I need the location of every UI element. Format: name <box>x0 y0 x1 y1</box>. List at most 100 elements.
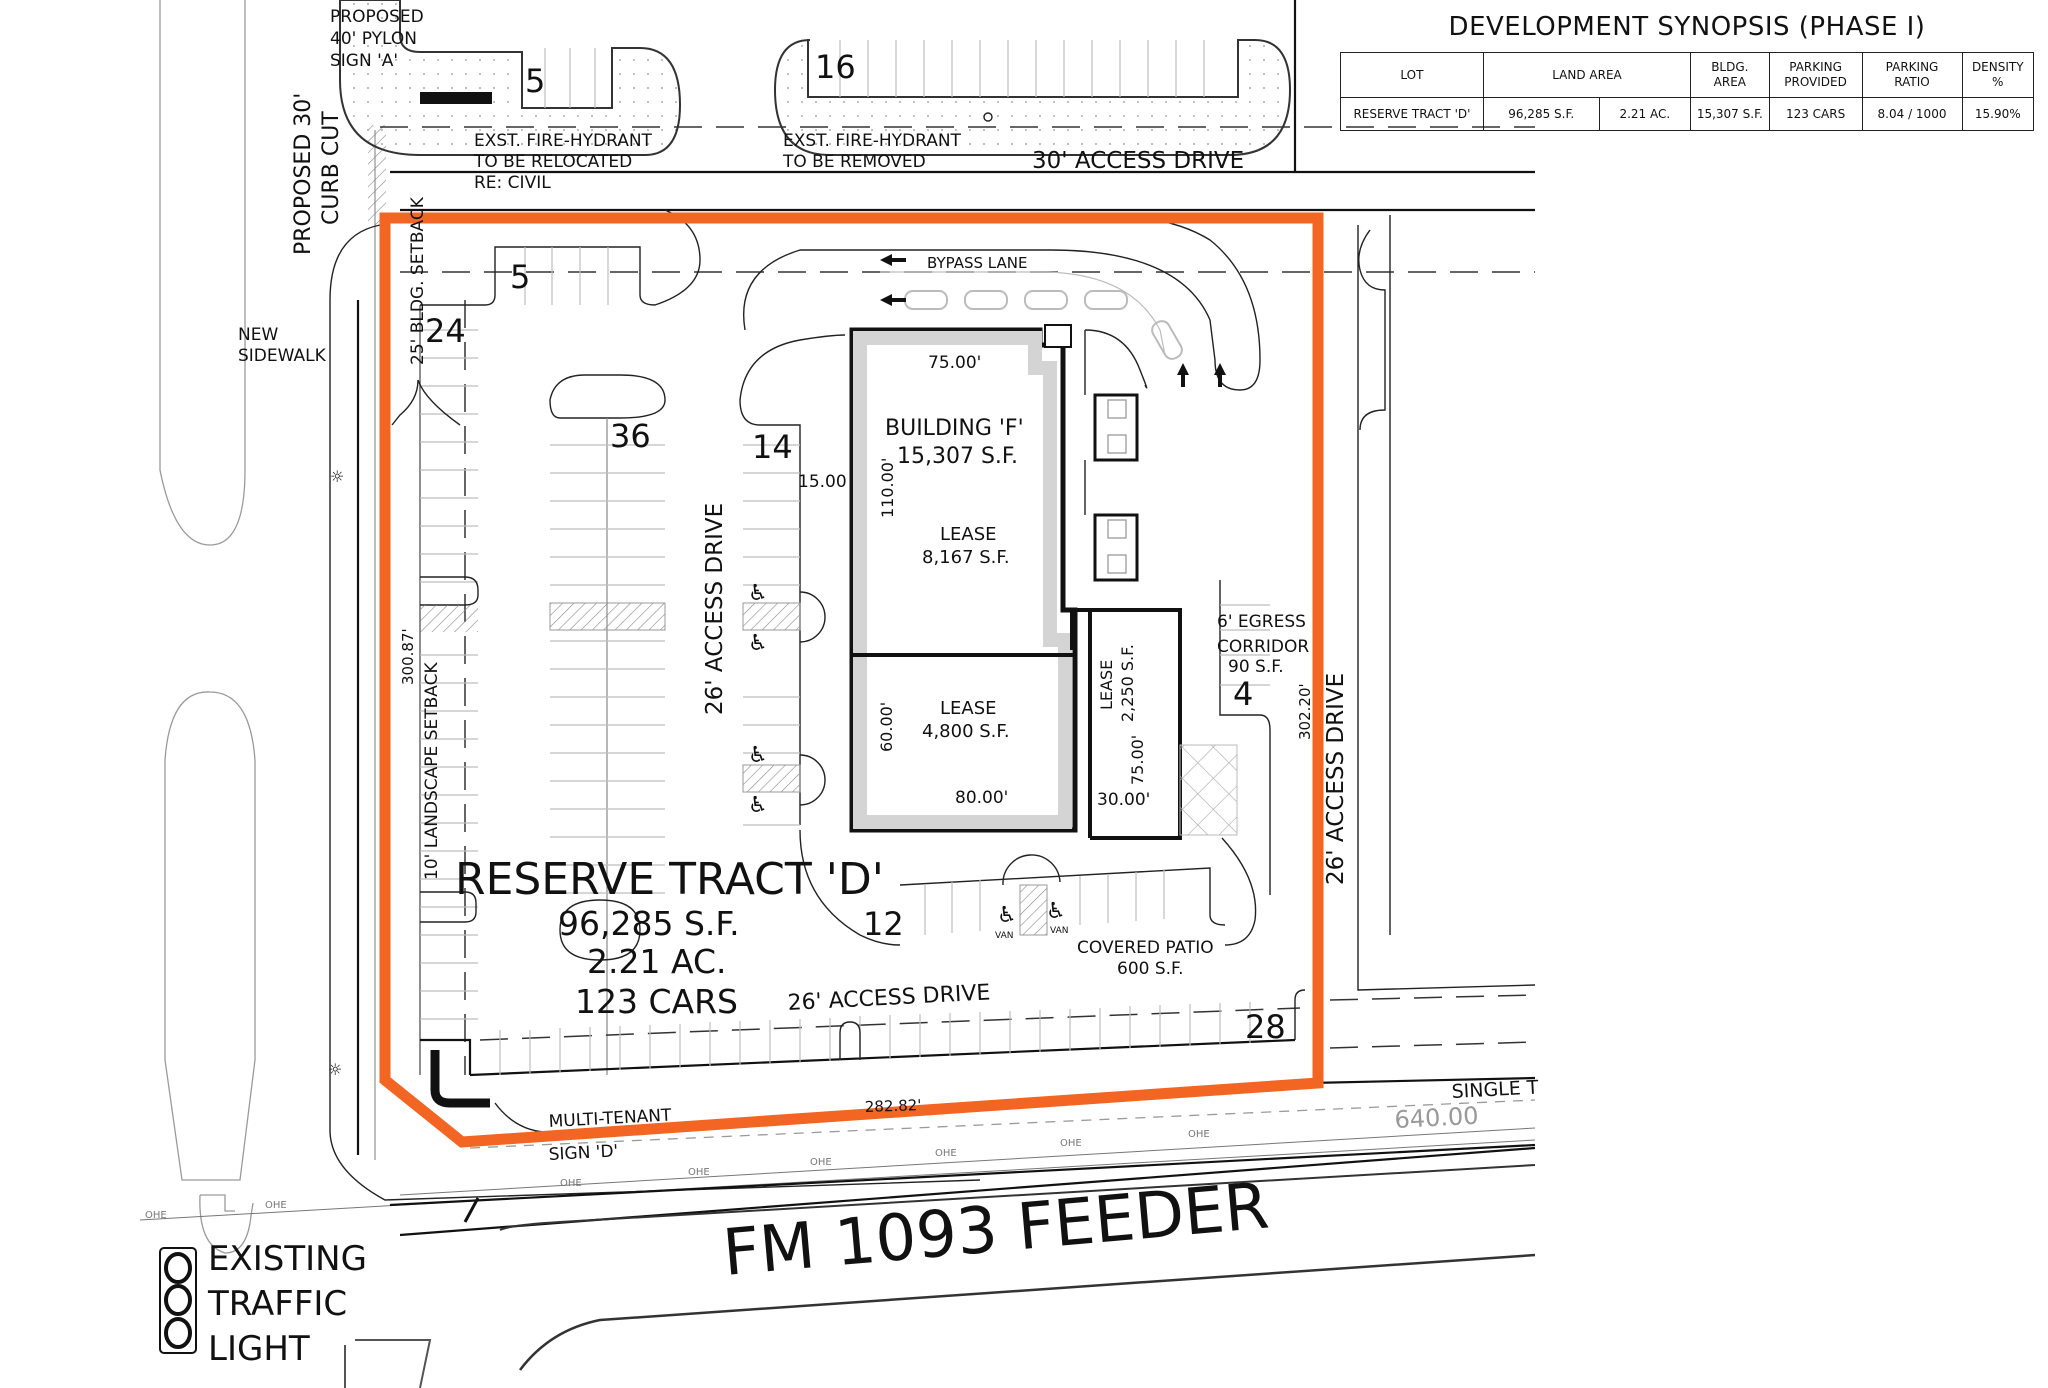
east-parking-row <box>739 334 846 826</box>
ohe-tag: OHE <box>810 1157 832 1168</box>
covered-patio-label: COVERED PATIO <box>1077 938 1214 958</box>
parking-count: 28 <box>1245 1008 1286 1046</box>
single-t-label: SINGLE T <box>1451 1076 1539 1103</box>
cell-parking-provided: 123 CARS <box>1768 97 1863 131</box>
feeder-road <box>139 1076 1536 1388</box>
dimension-label: 30.00' <box>1097 790 1150 810</box>
accessible-parking-icon: ♿ <box>748 793 768 818</box>
cell-land-area-sf: 96,285 S.F. <box>1482 97 1600 131</box>
ohe-tag: OHE <box>145 1210 167 1221</box>
parking-count: 4 <box>1233 675 1253 713</box>
ohe-tag: OHE <box>265 1200 287 1211</box>
dimension-label: 300.87' <box>399 628 417 685</box>
tract-parking-count: 123 CARS <box>575 982 738 1021</box>
egress-corridor-label: CORRIDOR <box>1217 637 1309 657</box>
tract-area-ac: 2.21 AC. <box>587 942 727 981</box>
accessible-parking-icon: ♿ <box>1046 899 1066 924</box>
ohe-tag: OHE <box>1188 1129 1210 1140</box>
multi-tenant-sign-d <box>430 1050 490 1108</box>
dimension-label: 15.00 <box>798 472 847 492</box>
dimension-label: 282.82' <box>865 1096 922 1116</box>
van-accessible-label: VAN <box>995 931 1013 941</box>
pylon-sign-label: PROPOSED <box>330 7 424 27</box>
center-parking-rows <box>549 374 666 1075</box>
tract-name: RESERVE TRACT 'D' <box>455 854 884 905</box>
ohe-tag: OHE <box>688 1167 710 1178</box>
existing-median-south <box>164 691 256 1254</box>
building-f <box>849 324 1182 840</box>
access-drive-label: 26' ACCESS DRIVE <box>702 503 728 715</box>
hydrant-remove-note: EXST. FIRE-HYDRANT <box>783 131 962 151</box>
traffic-light-label: TRAFFIC <box>207 1284 347 1324</box>
dimension-label: 80.00' <box>955 788 1008 808</box>
hydrant-relocate-note: TO BE RELOCATED <box>473 152 632 172</box>
ohe-tag: OHE <box>935 1148 957 1159</box>
parking-count: 5 <box>510 258 530 296</box>
cell-land-area-ac: 2.21 AC. <box>1598 97 1692 131</box>
hydrant-relocate-note: EXST. FIRE-HYDRANT <box>474 131 653 151</box>
cell-parking-ratio: 8.04 / 1000 <box>1861 97 1963 131</box>
traffic-light-label: EXISTING <box>208 1239 367 1279</box>
accessible-parking-icon: ♿ <box>748 581 768 606</box>
parking-count: 12 <box>863 905 904 943</box>
lease-a-area: 8,167 S.F. <box>922 547 1010 568</box>
accessible-parking-icon: ♿ <box>748 631 768 656</box>
traffic-light-icon <box>159 1247 197 1354</box>
synopsis-title: DEVELOPMENT SYNOPSIS (PHASE I) <box>1448 12 1926 42</box>
lease-a-label: LEASE <box>940 524 997 545</box>
egress-corridor-label: 90 S.F. <box>1228 657 1284 677</box>
covered-patio <box>1179 744 1238 836</box>
curb-cut-label: CURB CUT <box>319 111 344 225</box>
parking-count: 14 <box>752 428 793 466</box>
pylon-sign-label: 40' PYLON <box>330 29 417 49</box>
new-sidewalk-label: SIDEWALK <box>238 346 327 366</box>
lease-b-label: LEASE <box>940 698 997 719</box>
cell-bldg-area: 15,307 S.F. <box>1690 97 1770 131</box>
light-pole-icon: ☼ <box>328 1060 342 1079</box>
access-drive-label: 26' ACCESS DRIVE <box>787 980 991 1016</box>
multi-tenant-sign-label: SIGN 'D' <box>548 1141 618 1165</box>
parking-count: 5 <box>525 62 545 100</box>
north-parking-island-a <box>339 0 682 156</box>
landscape-island-hatch <box>420 605 478 632</box>
pylon-sign-label: SIGN 'A' <box>330 51 398 71</box>
drive-thru-lane <box>743 214 1261 391</box>
egress-corridor-label: 6' EGRESS <box>1217 612 1306 632</box>
lease-c-area: 2,250 S.F. <box>1118 644 1137 722</box>
new-sidewalk-label: NEW <box>238 325 278 345</box>
hydrant-remove-note: TO BE REMOVED <box>782 152 926 172</box>
header-land-area: LAND AREA <box>1482 52 1692 98</box>
road-name: FM 1093 FEEDER <box>720 1170 1272 1291</box>
parking-count: 36 <box>610 417 651 455</box>
parking-count: 24 <box>425 312 466 350</box>
curb-cut-label: PROPOSED 30' <box>291 93 316 255</box>
cell-density: 15.90% <box>1961 97 2035 131</box>
cell-lot: RESERVE TRACT 'D' <box>1340 97 1484 131</box>
development-synopsis: DEVELOPMENT SYNOPSIS (PHASE I) LOT LAND … <box>1340 12 2035 131</box>
dimension-label: 75.00' <box>928 353 981 373</box>
accessible-parking-icon: ♿ <box>748 743 768 768</box>
tract-area-sf: 96,285 S.F. <box>558 904 740 943</box>
covered-patio-label: 600 S.F. <box>1117 959 1184 979</box>
table-row: RESERVE TRACT 'D' 96,285 S.F. 2.21 AC. 1… <box>1340 97 2035 131</box>
existing-median-north <box>159 0 246 546</box>
elevation-label: 640.00 <box>1394 1102 1479 1134</box>
lease-c-label: LEASE <box>1097 660 1116 710</box>
accessible-parking-icon: ♿ <box>997 903 1017 928</box>
ohe-tag: OHE <box>1060 1138 1082 1149</box>
dumpster-enclosures <box>1084 329 1148 582</box>
west-parking-stalls <box>419 300 466 1075</box>
header-lot: LOT <box>1340 52 1484 98</box>
van-accessible-label: VAN <box>1050 926 1068 936</box>
ohe-tag: OHE <box>560 1178 582 1189</box>
dimension-label: 60.00' <box>877 702 896 752</box>
header-bldg-area: BLDG.AREA <box>1690 52 1770 98</box>
access-drive-label: 30' ACCESS DRIVE <box>1032 148 1244 174</box>
lease-b-area: 4,800 S.F. <box>922 721 1010 742</box>
traffic-light-label: LIGHT <box>208 1329 310 1369</box>
